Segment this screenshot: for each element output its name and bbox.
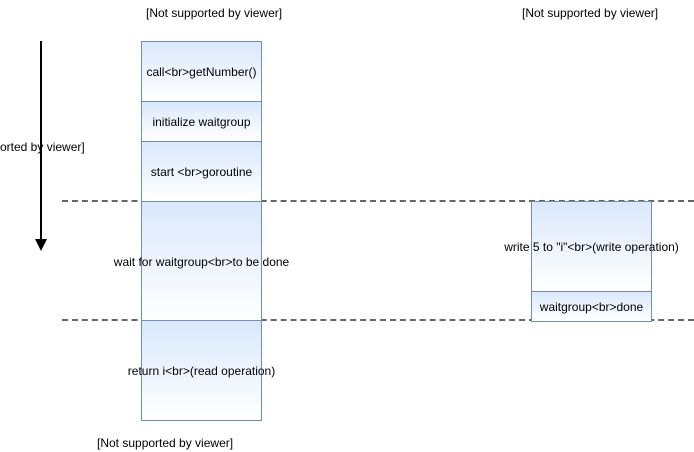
- wait-for-waitgroup-box[interactable]: wait for waitgroup<br>to be done: [114, 201, 289, 322]
- start-goroutine-box[interactable]: start <br>goroutine: [141, 141, 262, 202]
- waitgroup-done-text: waitgroup<br>done: [539, 299, 644, 314]
- wait-for-waitgroup-text: wait for waitgroup<br>to be done: [113, 254, 290, 269]
- return-i-text: return i<br>(read operation): [127, 363, 276, 378]
- time-axis-label: orted by viewer]: [0, 140, 85, 154]
- call-getnumber-text: call<br>getNumber(): [146, 64, 257, 79]
- initialize-waitgroup-box[interactable]: initialize waitgroup: [141, 101, 262, 142]
- write-5-box[interactable]: write 5 to "i"<br>(write operation): [504, 201, 679, 292]
- return-i-box[interactable]: return i<br>(read operation): [128, 320, 275, 421]
- start-goroutine-text: start <br>goroutine: [150, 164, 253, 179]
- main-lane-title: [Not supported by viewer]: [146, 6, 283, 20]
- write-5-text: write 5 to "i"<br>(write operation): [504, 239, 679, 254]
- sync-line-start: [62, 200, 694, 202]
- call-getnumber-box[interactable]: call<br>getNumber(): [141, 41, 262, 102]
- bottom-label: [Not supported by viewer]: [97, 436, 234, 450]
- goroutine-lane-title: [Not supported by viewer]: [522, 6, 659, 20]
- waitgroup-done-box[interactable]: waitgroup<br>done: [531, 291, 652, 322]
- sync-line-done: [62, 319, 694, 321]
- initialize-waitgroup-text: initialize waitgroup: [152, 114, 251, 129]
- time-arrow: [35, 41, 47, 251]
